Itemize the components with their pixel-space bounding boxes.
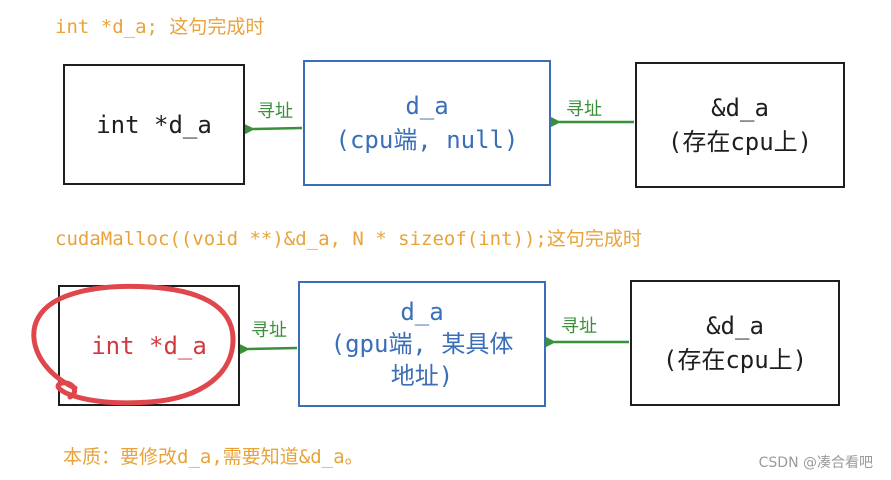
caption-top: int *d_a; 这句完成时 (55, 16, 265, 38)
row1-left-text: int *d_a (96, 110, 212, 139)
row2-arrow-label-right: 寻址 (561, 316, 597, 337)
row2-left-text: int *d_a (91, 331, 207, 360)
row2-right-box: &d_a (存在cpu上) (630, 280, 840, 406)
row1-right-line1: &d_a (711, 94, 769, 122)
row2-middle-line3: 地址) (390, 362, 454, 390)
row1-right-line2: (存在cpu上) (667, 128, 813, 156)
row2-middle-box: d_a (gpu端, 某具体 地址) (298, 281, 546, 407)
row2-right-line1: &d_a (706, 312, 764, 340)
row2-arrow-label-left: 寻址 (251, 320, 287, 341)
row1-right-box: &d_a (存在cpu上) (635, 62, 845, 188)
row1-arrow-label-left: 寻址 (257, 101, 293, 122)
row2-middle-line1: d_a (400, 298, 444, 326)
row2-right-line2: (存在cpu上) (662, 346, 808, 374)
row1-middle-line2: (cpu端, null) (335, 126, 519, 154)
row1-arrow-left (244, 124, 303, 135)
caption-bottom: 本质：要修改d_a,需要知道&d_a。 (63, 446, 364, 468)
row1-arrow-label-right: 寻址 (566, 99, 602, 120)
row1-left-box: int *d_a (63, 64, 245, 185)
row1-middle-box: d_a (cpu端, null) (303, 60, 551, 186)
row2-middle-line2: (gpu端, 某具体 (330, 330, 514, 358)
watermark: CSDN @凑合看吧 (758, 455, 873, 471)
highlight-circle (31, 283, 236, 406)
caption-middle: cudaMalloc((void **)&d_a, N * sizeof(int… (55, 228, 642, 250)
row2-arrow-left (239, 344, 298, 355)
row1-middle-line1: d_a (405, 92, 449, 120)
